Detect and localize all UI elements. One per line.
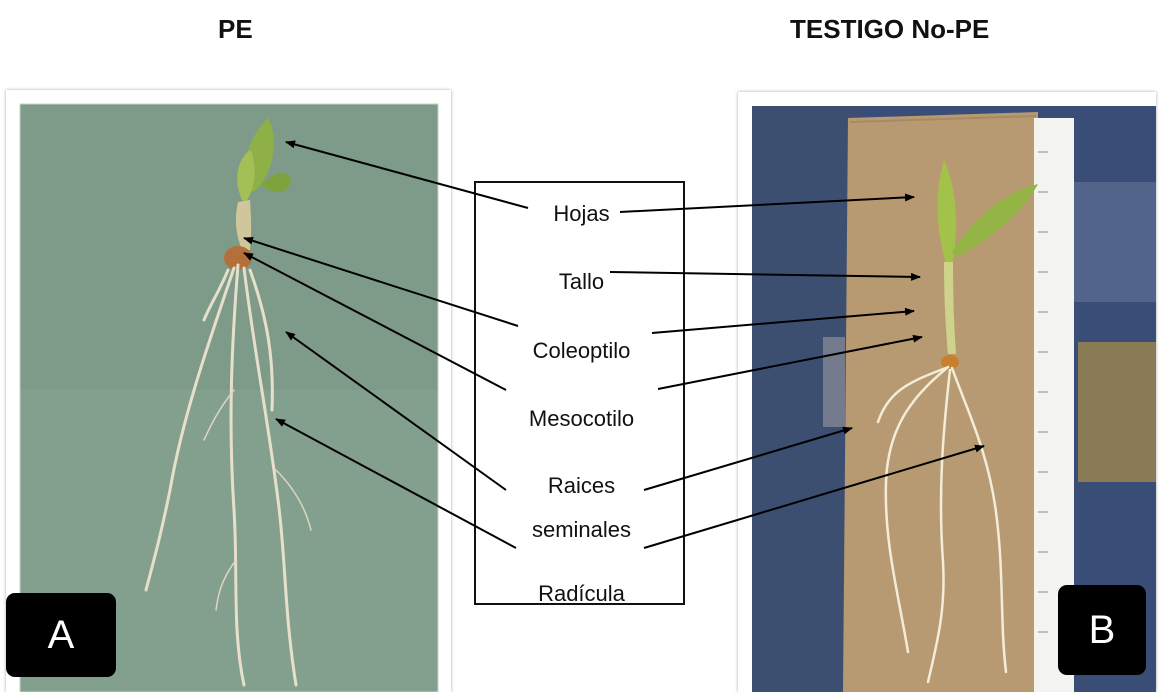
label-hojas: Hojas — [476, 201, 685, 227]
badge-a: A — [6, 593, 116, 677]
label-mesocotilo: Mesocotilo — [476, 406, 685, 432]
label-box: Hojas Tallo Coleoptilo Mesocotilo Raices… — [474, 181, 685, 605]
label-raices: Raices — [476, 473, 685, 499]
badge-b: B — [1058, 585, 1146, 675]
title-testigo: TESTIGO No-PE — [790, 14, 989, 45]
label-seminales: seminales — [476, 517, 685, 543]
label-tallo: Tallo — [476, 269, 685, 295]
label-radicula: Radícula — [476, 581, 685, 605]
title-pe: PE — [218, 14, 253, 45]
label-coleoptilo: Coleoptilo — [476, 338, 685, 364]
